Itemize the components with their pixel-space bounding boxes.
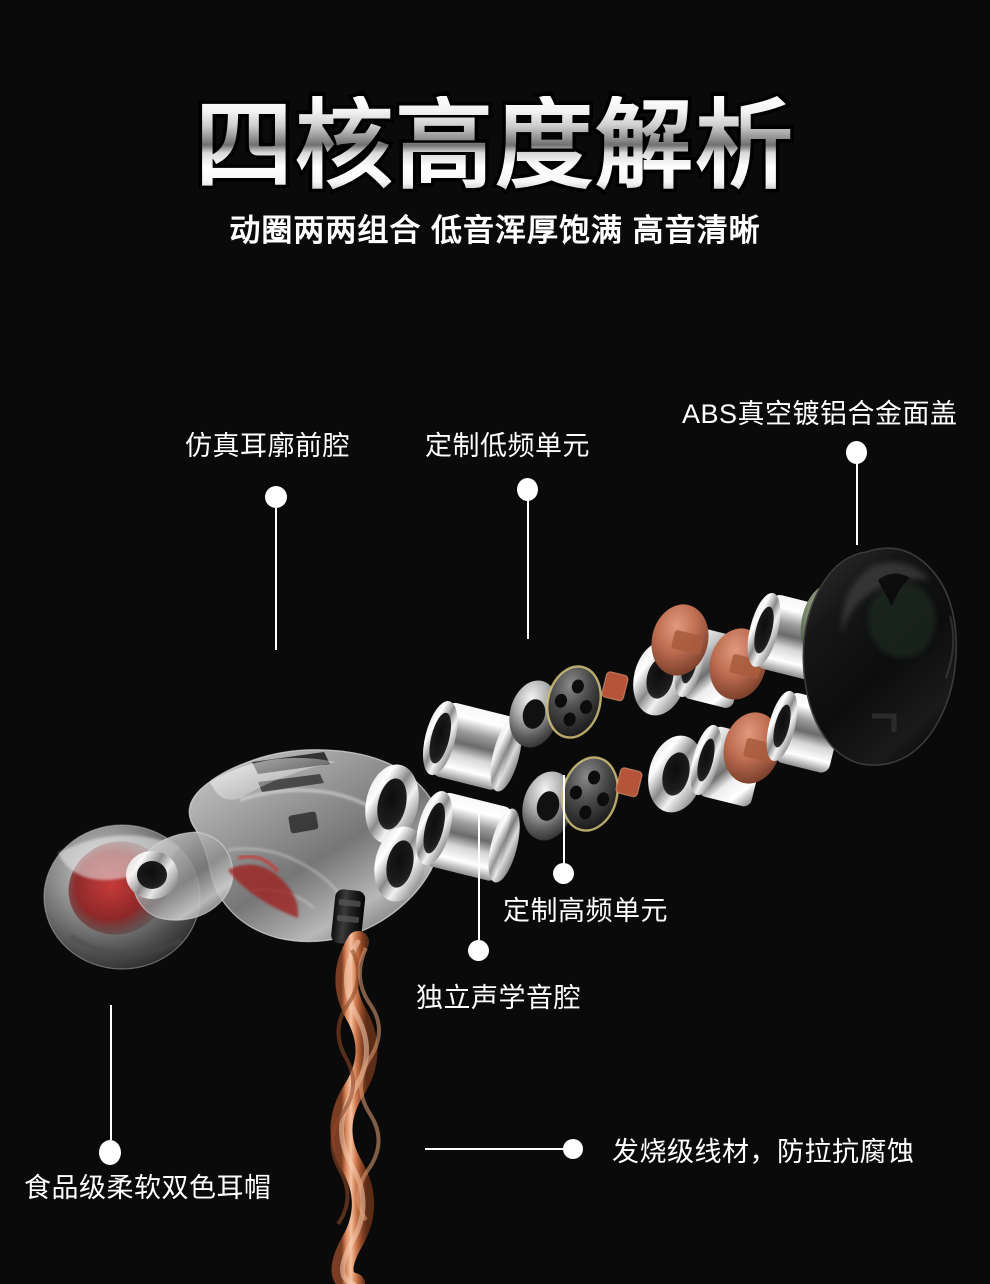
- page-subtitle: 动圈两两组合 低音浑厚饱满 高音清晰: [229, 213, 761, 248]
- callout-label-faceplate: ABS真空镀铝合金面盖: [682, 399, 958, 429]
- leader-dot-low-freq: [517, 478, 538, 501]
- braided-cable: [330, 889, 381, 1284]
- leader-line-concha: [275, 508, 277, 650]
- callout-label-cable: 发烧级线材，防拉抗腐蚀: [612, 1137, 915, 1167]
- leader-dot-cable: [563, 1139, 583, 1159]
- callout-label-concha: 仿真耳廓前腔: [185, 431, 350, 461]
- faceplate: [802, 547, 957, 766]
- leader-line-chamber: [478, 812, 480, 943]
- leader-dot-eartip: [99, 1140, 121, 1165]
- callout-label-low-freq: 定制低频单元: [425, 431, 590, 461]
- leader-line-low-freq: [527, 500, 529, 639]
- product-exploded-diagram: [43, 547, 957, 1284]
- leader-dot-concha: [265, 486, 287, 508]
- callout-label-high-freq: 定制高频单元: [503, 896, 668, 926]
- leader-line-faceplate: [856, 463, 858, 545]
- earphone-shell: [126, 749, 442, 943]
- leader-line-eartip: [110, 1005, 112, 1145]
- callout-label-eartip: 食品级柔软双色耳帽: [24, 1173, 272, 1203]
- callout-label-chamber: 独立声学音腔: [416, 983, 581, 1013]
- leader-dot-chamber: [468, 940, 489, 961]
- leader-dot-faceplate: [846, 441, 867, 464]
- leader-dot-high-freq: [553, 863, 574, 884]
- page-title-outline: 四核高度解析: [0, 93, 990, 198]
- page-title: 四核高度解析: [0, 96, 990, 194]
- leader-line-cable: [425, 1148, 567, 1150]
- leader-line-high-freq: [563, 775, 565, 866]
